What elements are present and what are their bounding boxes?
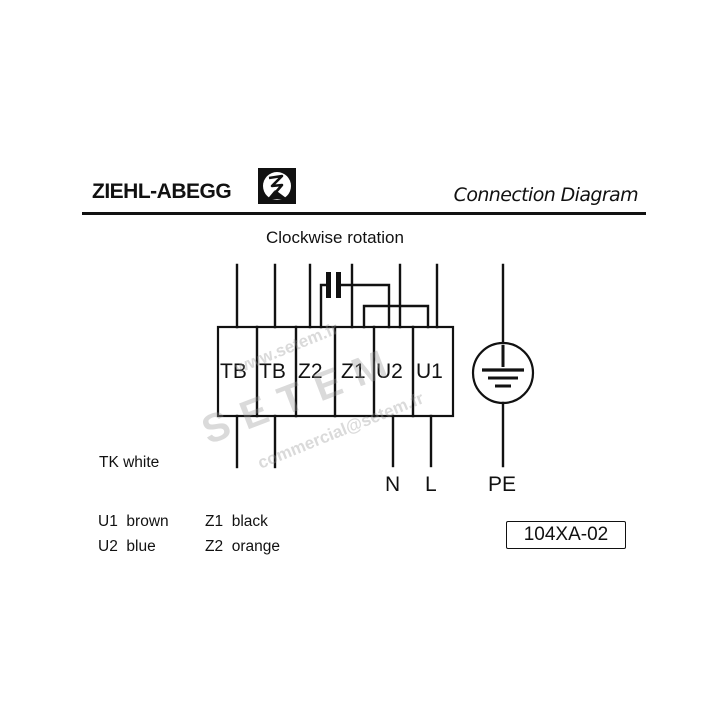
ziehl-abegg-logo-icon [258, 168, 296, 204]
terminal-label-z2: Z2 [298, 360, 323, 383]
model-code: 104XA-02 [523, 524, 609, 545]
header-divider [82, 212, 646, 215]
legend-z1: Z1 black [205, 513, 268, 530]
protective-earth-icon [471, 341, 535, 405]
supply-label-n: N [385, 473, 401, 496]
terminal-label-tb2: TB [259, 360, 286, 383]
supply-label-l: L [425, 473, 437, 496]
document-title: Connection Diagram [453, 184, 639, 206]
rotation-label: Clockwise rotation [266, 228, 404, 247]
terminal-label-tb1: TB [220, 360, 247, 383]
terminal-label-u1: U1 [416, 360, 443, 383]
tk-wire-label: TK white [99, 454, 160, 471]
brand-name: ZIEHL-ABEGG [92, 180, 232, 203]
bridge-link [362, 304, 430, 329]
supply-label-pe: PE [488, 473, 517, 496]
terminal-label-u2: U2 [376, 360, 403, 383]
legend-u1: U1 brown [98, 513, 169, 530]
capacitor-lead-left [319, 283, 329, 329]
legend-z2: Z2 orange [205, 538, 280, 555]
capacitor-icon [326, 272, 341, 298]
legend-u2: U2 blue [98, 538, 156, 555]
capacitor-lead-right [337, 283, 391, 329]
terminal-label-z1: Z1 [341, 360, 366, 383]
model-code-box: 104XA-02 [506, 521, 626, 549]
